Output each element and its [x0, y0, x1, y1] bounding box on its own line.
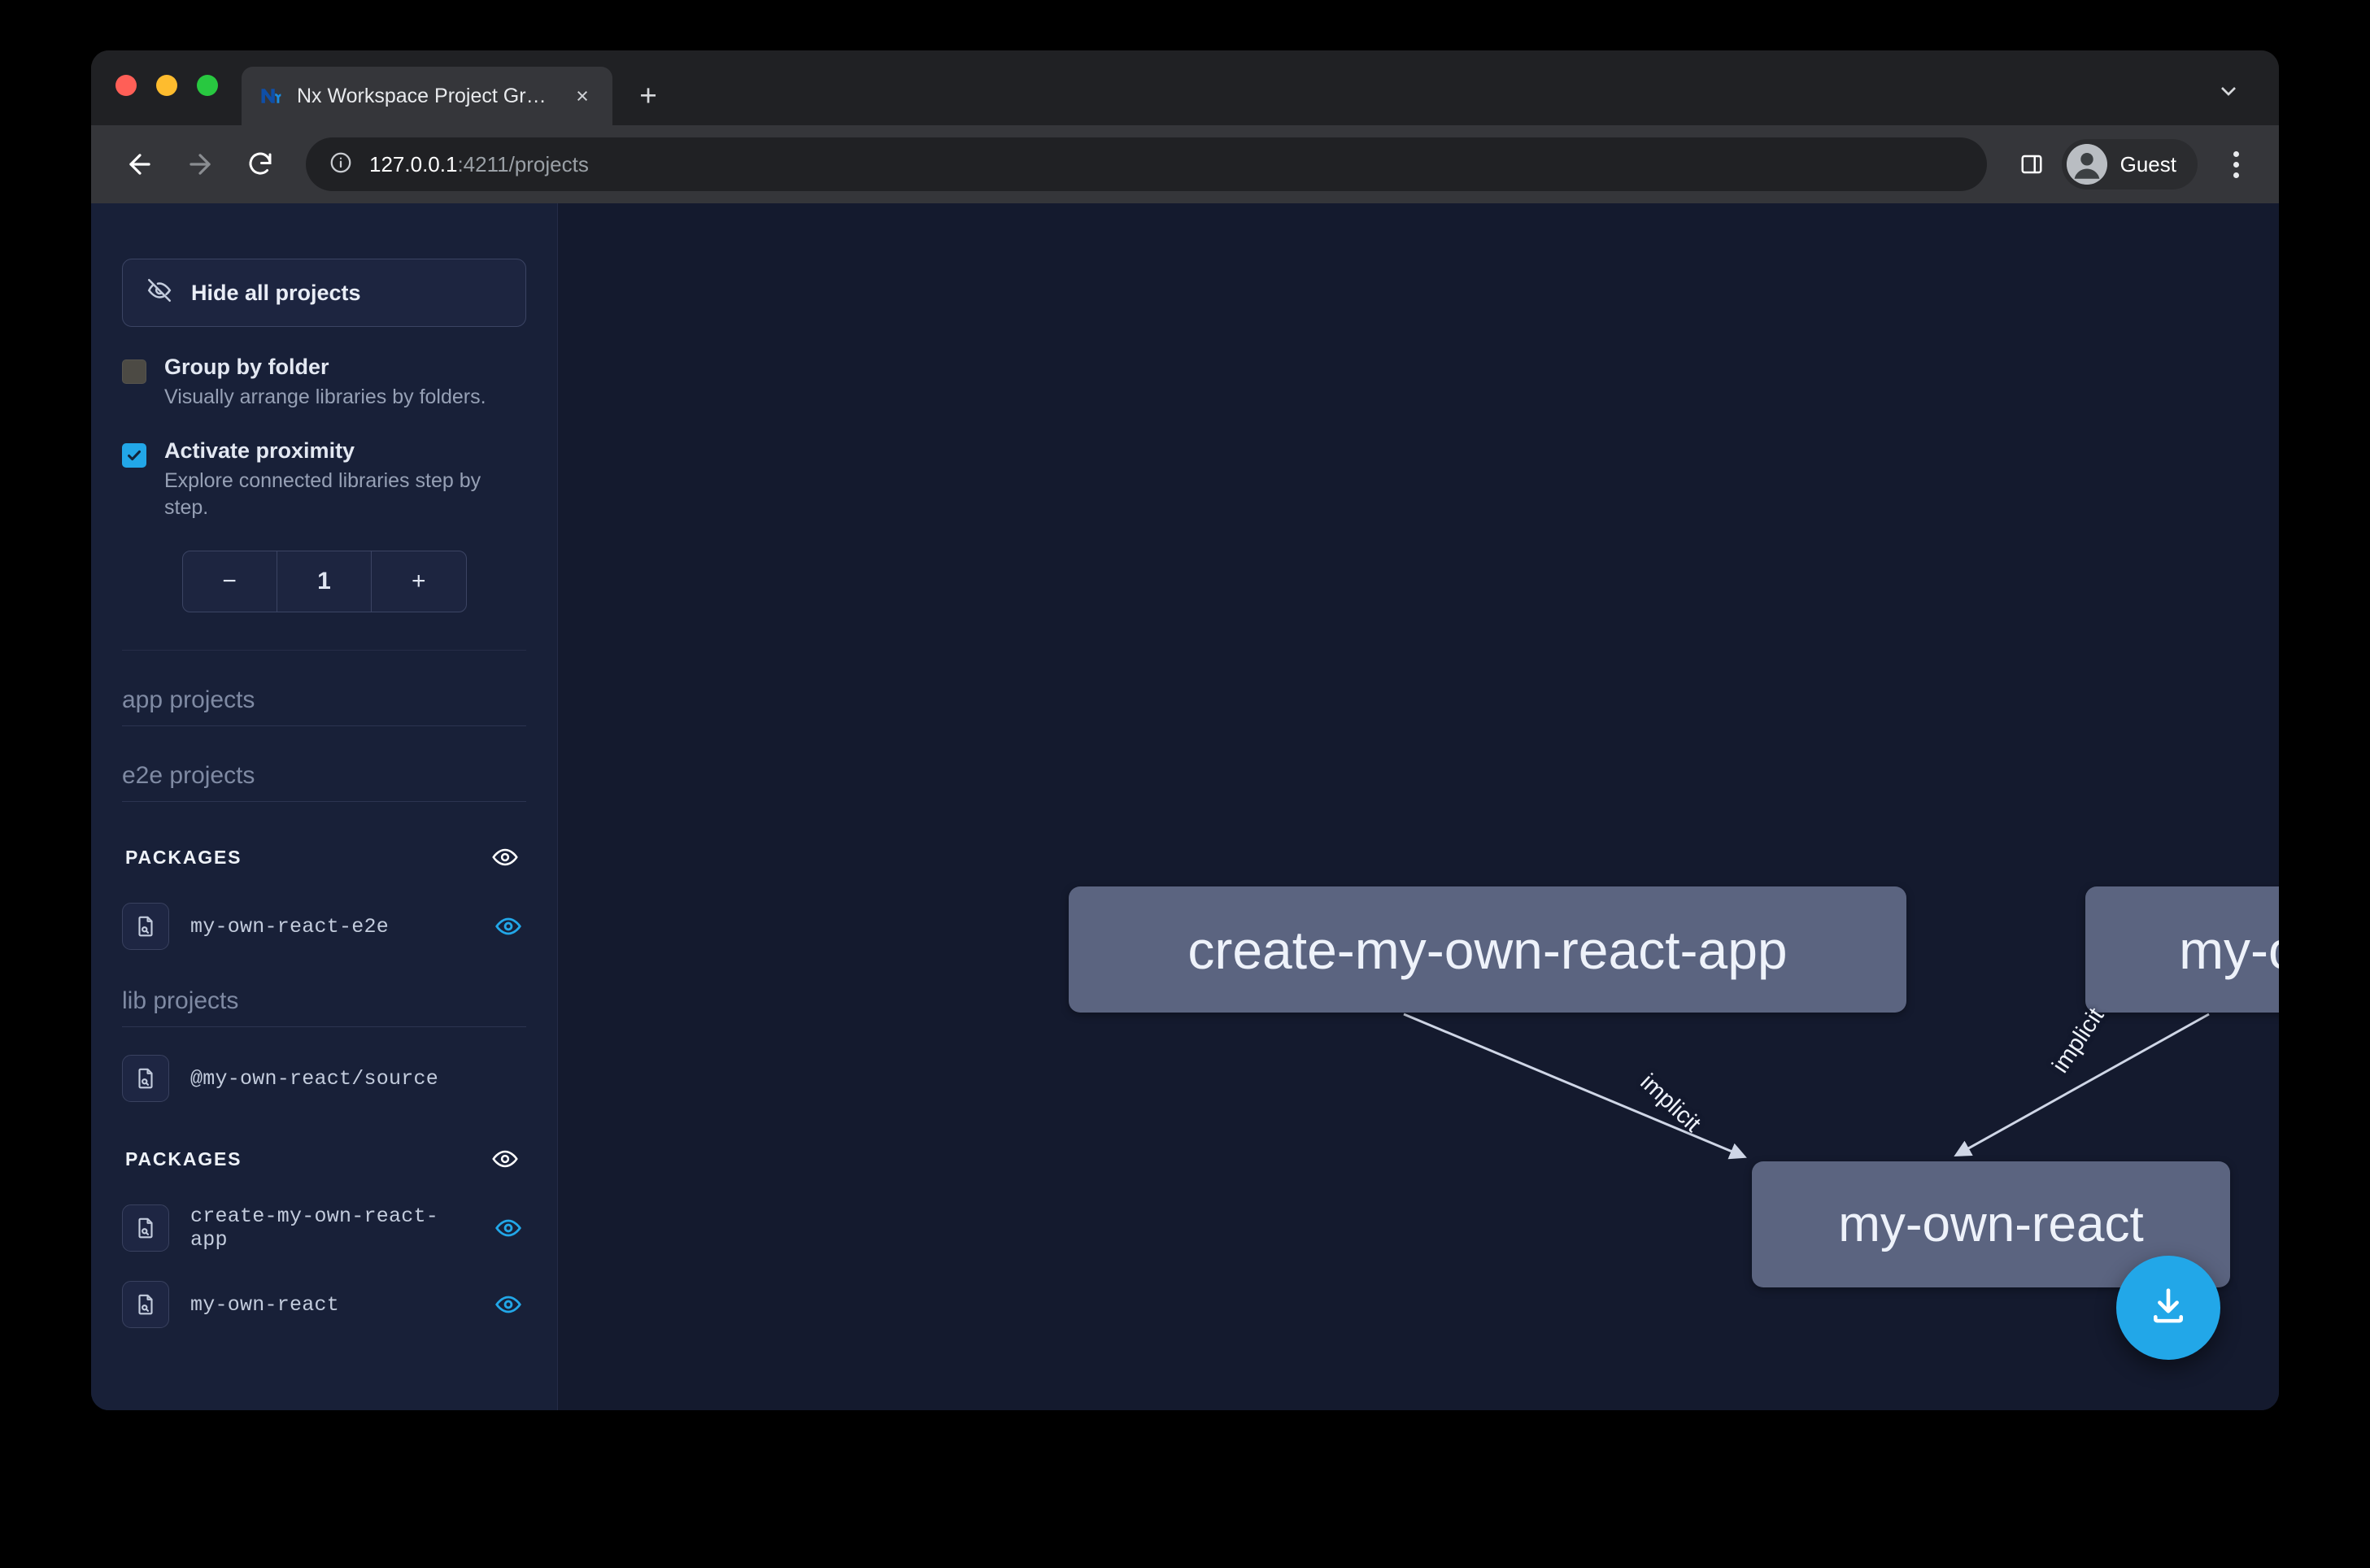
url-text: 127.0.0.1:4211/projects: [369, 152, 589, 177]
proximity-decrement-button[interactable]: −: [183, 551, 277, 612]
eye-icon-active[interactable]: [490, 908, 526, 944]
browser-toolbar: 127.0.0.1:4211/projects Guest: [91, 125, 2279, 203]
tab-strip: Nx Workspace Project Graph × +: [91, 50, 2279, 125]
project-name: create-my-own-react-app: [190, 1204, 469, 1252]
minimize-window-button[interactable]: [156, 75, 177, 96]
project-name: my-own-react-e2e: [190, 915, 469, 939]
project-sidebar: Hide all projects Group by folder Visual…: [91, 203, 558, 1410]
nx-logo-icon: [259, 84, 284, 108]
project-name: my-own-react: [190, 1293, 469, 1317]
info-circle-icon[interactable]: [329, 150, 353, 179]
browser-window: Nx Workspace Project Graph × +: [91, 50, 2279, 1410]
profile-button[interactable]: Guest: [2062, 139, 2198, 189]
reload-icon[interactable]: [234, 138, 286, 190]
subsection-label: PACKAGES: [125, 1148, 242, 1170]
group-by-folder-row[interactable]: Group by folder Visually arrange librari…: [122, 355, 526, 411]
profile-name: Guest: [2120, 152, 2176, 177]
eye-icon-active[interactable]: [490, 1210, 526, 1246]
group-by-folder-description: Visually arrange libraries by folders.: [164, 384, 486, 411]
account-avatar-icon: [2067, 144, 2107, 185]
show-all-projects-button-clipped[interactable]: [122, 203, 526, 237]
eye-slot-empty: [490, 1061, 526, 1096]
proximity-value: 1: [277, 551, 372, 612]
list-item[interactable]: my-own-react: [122, 1279, 526, 1330]
group-by-folder-checkbox[interactable]: [122, 359, 146, 384]
activate-proximity-label: Activate proximity: [164, 438, 506, 464]
eye-icon-active[interactable]: [490, 1287, 526, 1322]
eye-icon[interactable]: [487, 1141, 523, 1177]
url-host: 127.0.0.1: [369, 152, 457, 176]
list-item[interactable]: create-my-own-react-app: [122, 1203, 526, 1253]
hide-all-projects-label: Hide all projects: [191, 281, 361, 306]
three-dot-menu-icon[interactable]: [2214, 142, 2258, 186]
activate-proximity-row[interactable]: Activate proximity Explore connected lib…: [122, 438, 526, 521]
side-panel-icon[interactable]: [2010, 142, 2054, 186]
hide-all-projects-button[interactable]: Hide all projects: [122, 259, 526, 327]
proximity-increment-button[interactable]: +: [372, 551, 465, 612]
list-item[interactable]: my-own-react-e2e: [122, 901, 526, 952]
subsection-label: PACKAGES: [125, 847, 242, 869]
back-arrow-icon[interactable]: [114, 138, 166, 190]
graph-node-create-my-own-react-app[interactable]: create-my-own-react-app: [1069, 886, 1906, 1013]
section-title-app-projects: app projects: [122, 651, 526, 726]
file-search-icon: [122, 1204, 169, 1252]
graph-node-my-own-react-e2e[interactable]: my-own-react-e2e: [2085, 886, 2279, 1013]
group-by-folder-label: Group by folder: [164, 355, 486, 380]
proximity-stepper[interactable]: − 1 +: [182, 551, 467, 612]
subsection-packages-lib[interactable]: PACKAGES: [122, 1104, 526, 1177]
download-icon: [2145, 1283, 2192, 1334]
new-tab-button[interactable]: +: [625, 72, 671, 118]
url-path: :4211/projects: [457, 152, 588, 176]
project-graph-canvas[interactable]: create-my-own-react-app my-own-react-e2e…: [558, 203, 2279, 1410]
address-bar[interactable]: 127.0.0.1:4211/projects: [306, 137, 1987, 191]
sidebar-scroll-area[interactable]: Hide all projects Group by folder Visual…: [91, 203, 557, 1330]
eye-off-icon: [146, 277, 173, 310]
file-search-icon: [122, 903, 169, 950]
activate-proximity-checkbox[interactable]: [122, 443, 146, 468]
file-search-icon: [122, 1281, 169, 1328]
close-window-button[interactable]: [115, 75, 137, 96]
page-viewport: Hide all projects Group by folder Visual…: [91, 203, 2279, 1410]
file-search-icon: [122, 1055, 169, 1102]
chevron-down-icon[interactable]: [2211, 73, 2246, 109]
close-tab-icon[interactable]: ×: [567, 81, 598, 111]
section-title-e2e-projects: e2e projects: [122, 726, 526, 802]
forward-arrow-icon: [174, 138, 226, 190]
eye-icon[interactable]: [487, 839, 523, 875]
window-traffic-lights: [115, 75, 218, 96]
browser-tab[interactable]: Nx Workspace Project Graph ×: [242, 67, 612, 125]
tab-title: Nx Workspace Project Graph: [297, 85, 549, 108]
subsection-packages-e2e[interactable]: PACKAGES: [122, 802, 526, 875]
list-item[interactable]: @my-own-react/source: [122, 1053, 526, 1104]
activate-proximity-description: Explore connected libraries step by step…: [164, 468, 506, 521]
zoom-window-button[interactable]: [197, 75, 218, 96]
download-graph-button[interactable]: [2116, 1256, 2220, 1360]
edge-create-to-core: [1404, 1014, 1744, 1156]
project-name: @my-own-react/source: [190, 1067, 469, 1091]
section-title-lib-projects: lib projects: [122, 952, 526, 1027]
